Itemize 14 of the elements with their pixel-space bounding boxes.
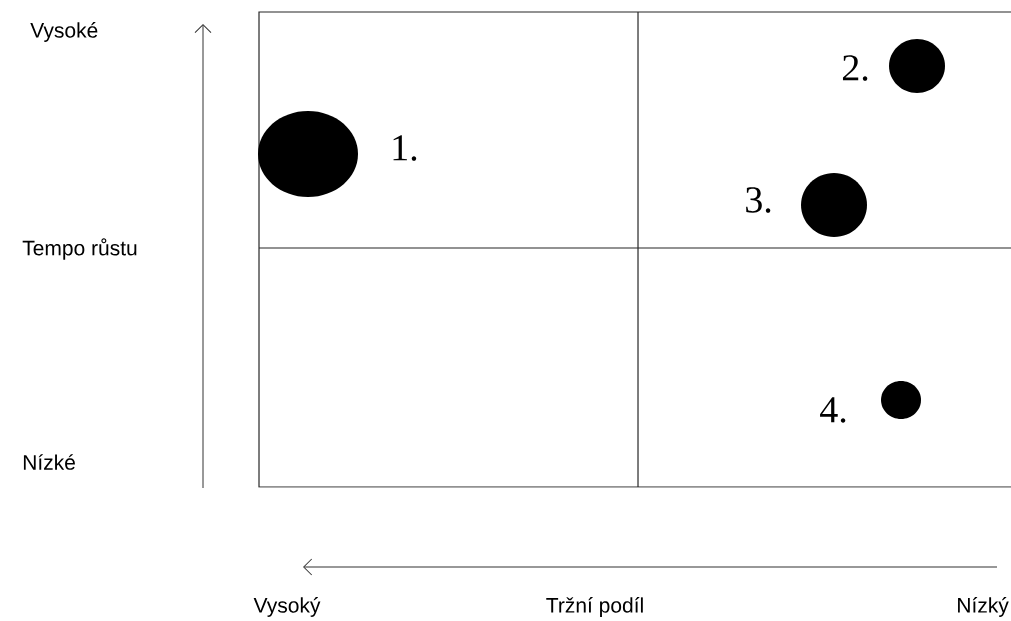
number-label: 4. [820,397,846,423]
bubble [258,111,358,197]
bubble [889,39,945,93]
axis-label: Tržní podíl [546,597,643,617]
axis-label: Vysoký [253,597,321,617]
axis-label: Tempo růstu [22,238,137,260]
axis-label: Nízké [23,454,75,470]
number-label: 1. [393,135,417,161]
number-label: 3. [746,187,771,213]
bubble [801,173,867,237]
bubble [881,381,921,419]
axis-label: Vysoké [30,22,98,42]
axis-label: Nízký [958,597,1009,617]
number-label: 2. [843,55,868,81]
